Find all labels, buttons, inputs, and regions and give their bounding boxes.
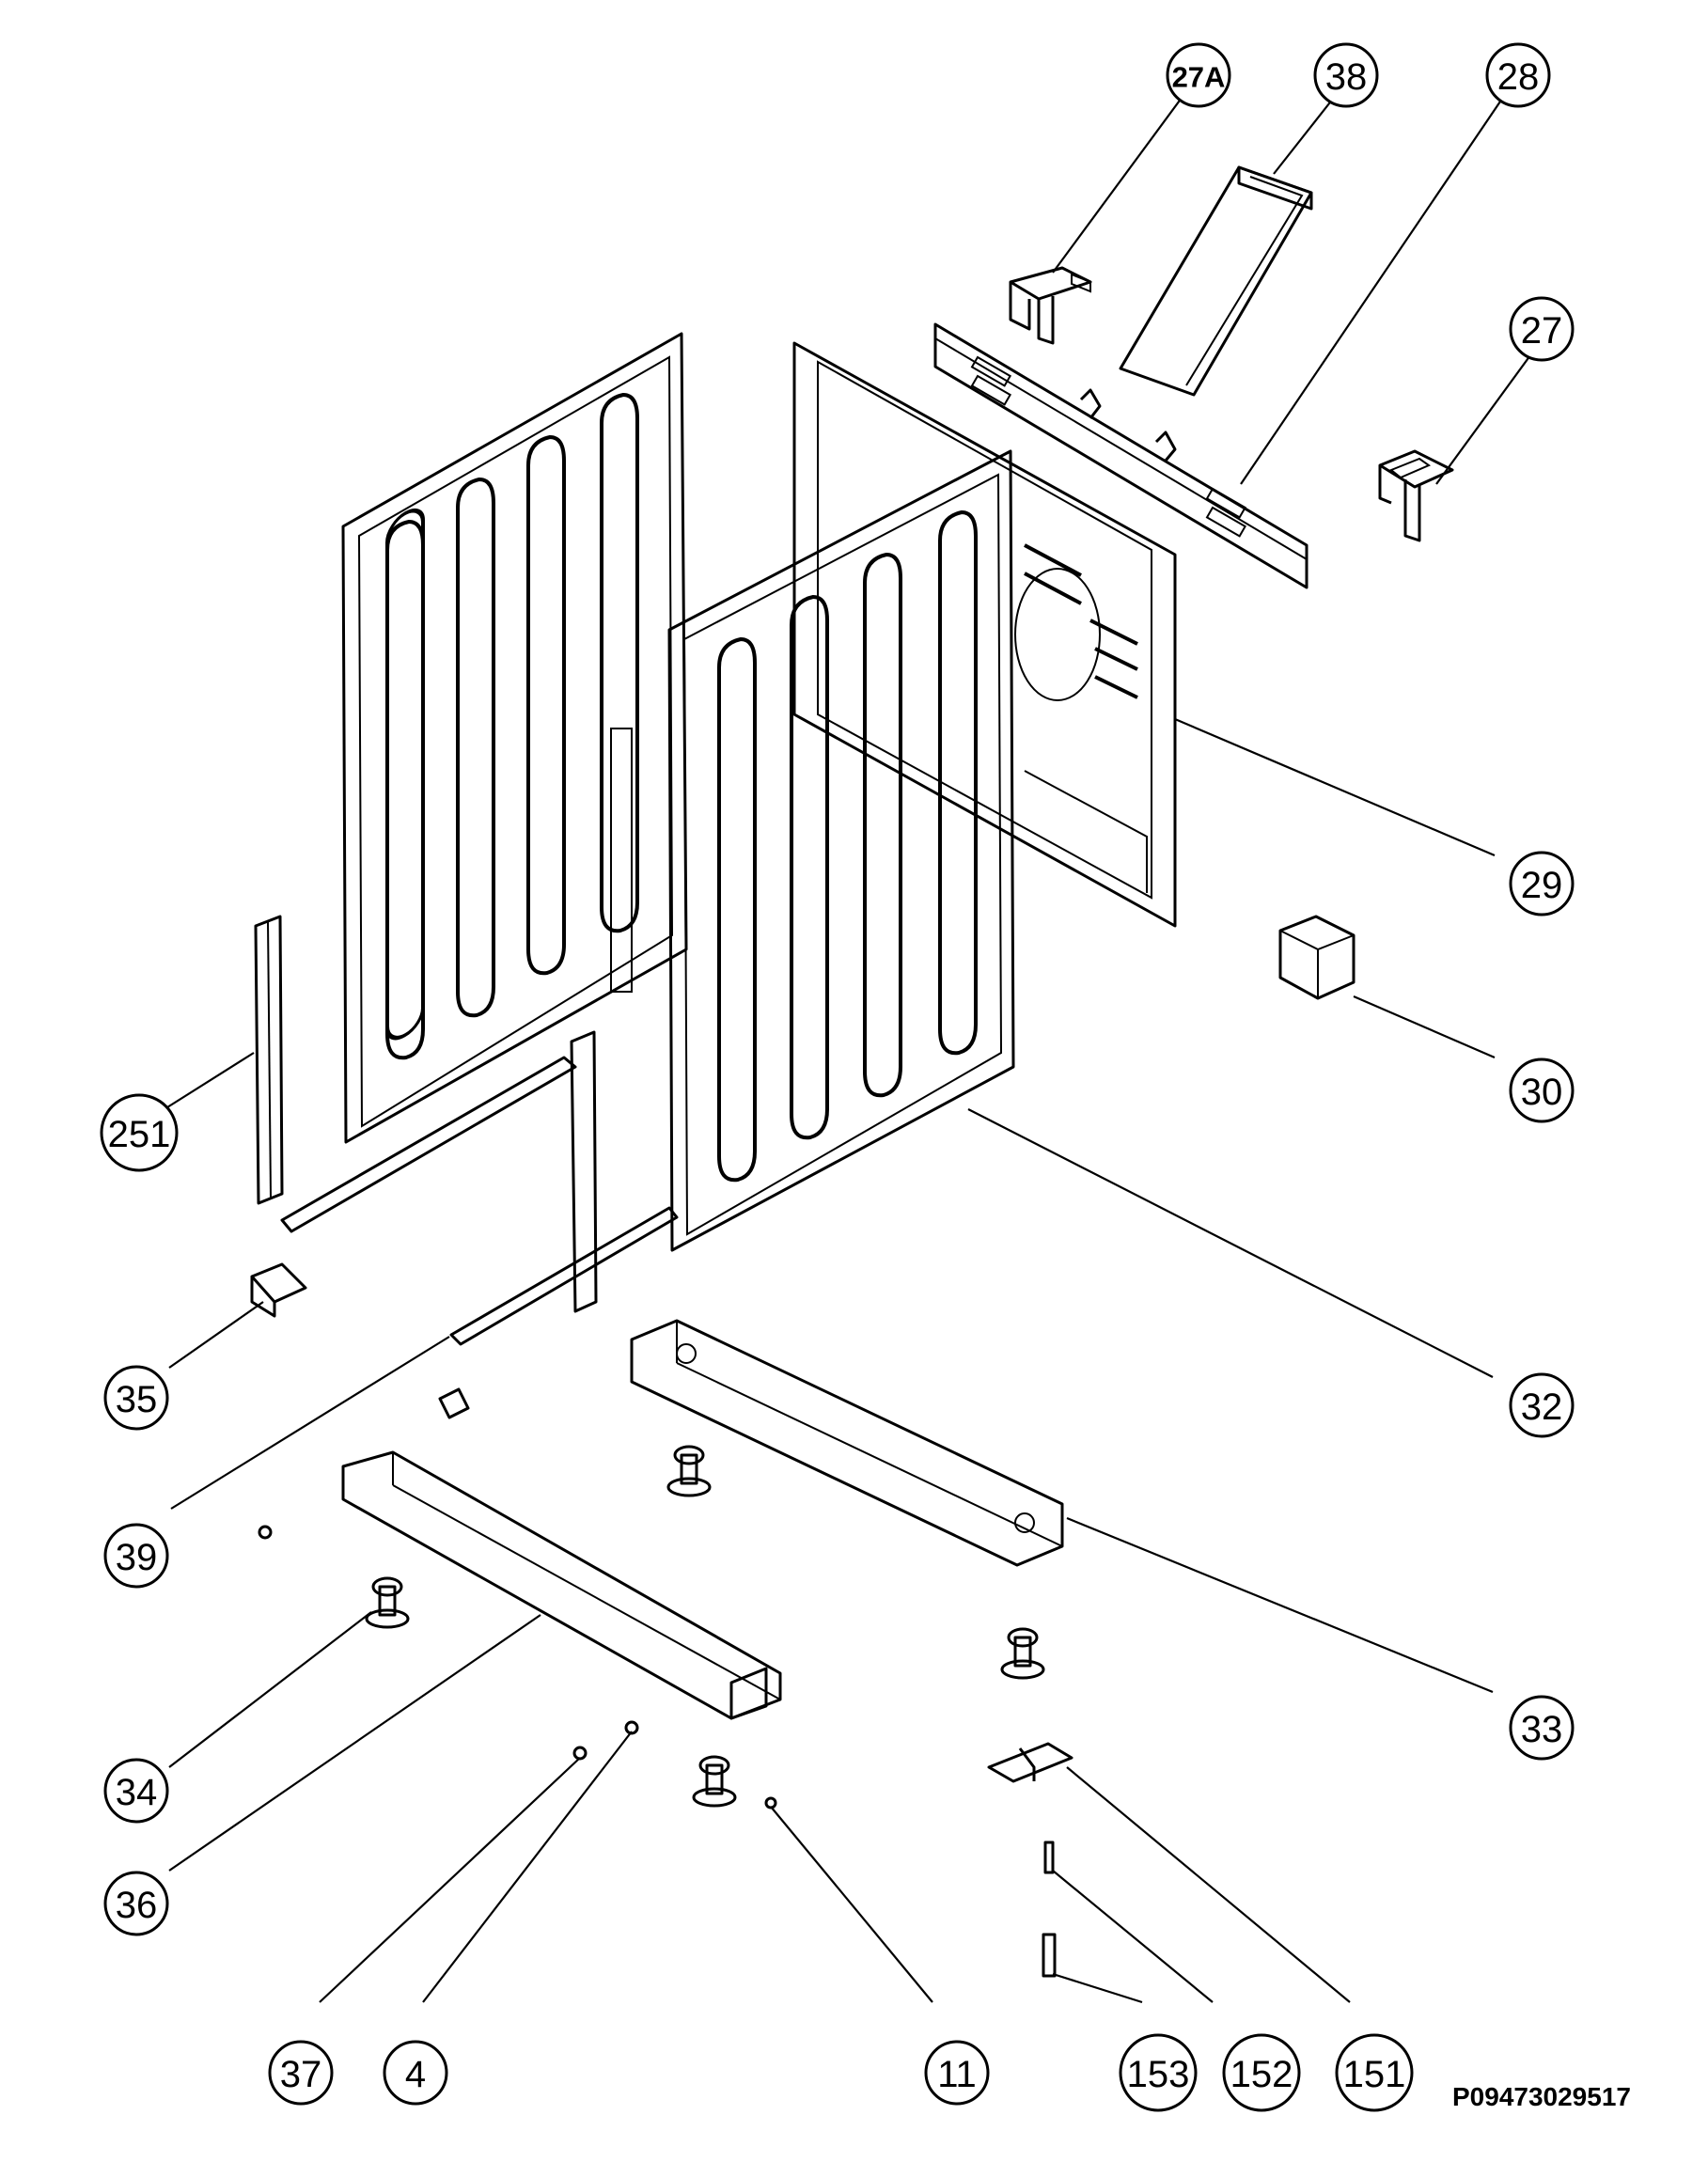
svg-text:38: 38 (1325, 56, 1368, 98)
callout-34: 34 (103, 1758, 169, 1824)
svg-text:33: 33 (1521, 1709, 1563, 1750)
svg-text:152: 152 (1230, 2054, 1293, 2095)
part-37-screw (572, 1746, 588, 1761)
side-panel-left-slots (385, 392, 639, 1060)
svg-text:27: 27 (1521, 310, 1563, 352)
callout-36: 36 (103, 1871, 169, 1936)
callout-37: 37 (268, 2040, 334, 2106)
part-27-bracket (1378, 449, 1454, 542)
svg-text:29: 29 (1521, 865, 1563, 906)
svg-text:39: 39 (116, 1537, 158, 1578)
side-panel-left (341, 332, 688, 1144)
svg-text:35: 35 (116, 1379, 158, 1420)
foot-4 (692, 1755, 737, 1808)
part-33-base-rail (630, 1319, 1064, 1567)
part-35-clip (250, 1262, 307, 1318)
svg-text:151: 151 (1343, 2054, 1406, 2095)
svg-text:153: 153 (1127, 2054, 1190, 2095)
foot-2 (666, 1445, 712, 1497)
svg-text:32: 32 (1521, 1386, 1563, 1428)
callout-33: 33 (1509, 1695, 1575, 1761)
callout-32: 32 (1509, 1372, 1575, 1438)
svg-text:11: 11 (937, 2054, 977, 2095)
svg-text:30: 30 (1521, 1072, 1563, 1113)
svg-text:4: 4 (405, 2054, 426, 2095)
small-insulator (438, 1387, 470, 1419)
callout-152: 152 (1222, 2033, 1301, 2112)
part-30-terminal-block (1278, 915, 1355, 1000)
part-4-screw (624, 1720, 639, 1735)
part-251-vertical-strip (254, 915, 284, 1205)
part-38-trim-channel (1119, 165, 1313, 397)
part-27a-bracket (1009, 266, 1092, 345)
part-11-screw (764, 1796, 777, 1810)
screw-small (258, 1525, 273, 1540)
callout-30: 30 (1509, 1058, 1575, 1123)
callout-28: 28 (1485, 42, 1551, 108)
part-34-foot (365, 1576, 410, 1629)
callout-29: 29 (1509, 851, 1575, 916)
part-29-cavity-panel (792, 341, 1177, 928)
svg-text:37: 37 (280, 2054, 322, 2095)
callout-27a: 27A (1166, 42, 1231, 108)
callout-11: 11 (924, 2040, 990, 2106)
svg-text:34: 34 (116, 1772, 158, 1813)
part-32-side-panel (667, 449, 1015, 1252)
part-28-cross-rail (933, 322, 1308, 589)
part-151-bracket (987, 1742, 1073, 1783)
part-152-pin (1043, 1841, 1055, 1874)
part-36-base-rail (341, 1450, 782, 1720)
leader-lines (166, 93, 1531, 2004)
callout-27: 27 (1509, 296, 1575, 362)
svg-text:251: 251 (108, 1114, 171, 1155)
svg-text:28: 28 (1497, 56, 1540, 98)
callout-4: 4 (383, 2040, 448, 2106)
callout-153: 153 (1119, 2033, 1198, 2112)
svg-text:36: 36 (116, 1885, 158, 1926)
part-153-pin (1042, 1933, 1057, 1978)
callout-35: 35 (103, 1365, 169, 1431)
svg-text:27A: 27A (1172, 61, 1226, 94)
callout-151: 151 (1335, 2033, 1414, 2112)
lower-rail (280, 1030, 679, 1346)
foot-3 (1000, 1627, 1045, 1680)
callout-251: 251 (100, 1093, 179, 1172)
callout-39: 39 (103, 1523, 169, 1589)
drawing-code: P09473029517 (1452, 2082, 1631, 2111)
callout-38: 38 (1313, 42, 1379, 108)
